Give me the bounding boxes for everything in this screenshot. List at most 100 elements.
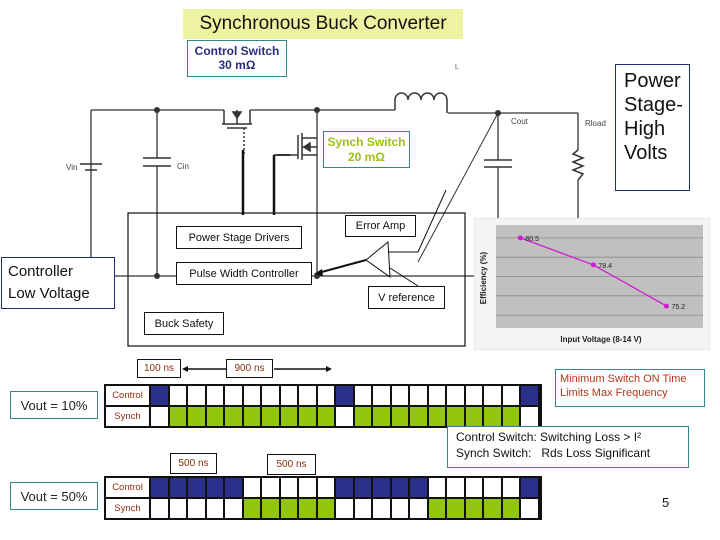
pulse-width-controller-block: Pulse Width Controller xyxy=(176,262,312,285)
synch-cell-on xyxy=(262,407,279,426)
synch-cell-on xyxy=(502,499,519,518)
arrow-right-icon xyxy=(326,366,332,372)
control-cell-off xyxy=(317,478,334,497)
cout-capacitor-symbol xyxy=(484,159,512,168)
synch-cell-on xyxy=(428,499,445,518)
synch-cell-on xyxy=(188,407,205,426)
controller-box xyxy=(127,212,466,347)
synch-cell-off xyxy=(354,499,371,518)
control-cell-off xyxy=(262,478,279,497)
arrow-left-icon xyxy=(182,366,188,372)
synch-cell-on xyxy=(317,407,334,426)
control-cell-on xyxy=(225,478,242,497)
control-cell-off xyxy=(410,386,427,405)
synch-switch-resistance: 20 mΩ xyxy=(348,150,385,164)
control-cell-off xyxy=(465,478,482,497)
synch-cell-on xyxy=(373,407,390,426)
efficiency-data-label: 78.4 xyxy=(598,263,612,270)
synch-cell-off xyxy=(206,499,223,518)
synch-cell-on xyxy=(280,499,297,518)
synch-cell-on xyxy=(243,499,260,518)
error-amp-block: Error Amp xyxy=(345,215,416,237)
control-cell-off xyxy=(280,386,297,405)
synch-cell-off xyxy=(410,499,427,518)
synch-cell-off xyxy=(373,499,390,518)
efficiency-chart: Efficiency (%) Input Voltage (8-14 V) 80… xyxy=(474,218,710,350)
duration-label-on: 100 ns xyxy=(137,359,181,378)
control-cell-on xyxy=(188,478,205,497)
control-cell-on xyxy=(354,478,371,497)
control-cell-off xyxy=(206,386,223,405)
inductor-label: L xyxy=(455,64,459,71)
synch-cell-on xyxy=(206,407,223,426)
synch-cell-off xyxy=(336,499,353,518)
buck-safety-block: Buck Safety xyxy=(144,312,224,335)
synch-cell-on xyxy=(410,407,427,426)
synch-cell-off xyxy=(151,499,168,518)
synch-cell-off xyxy=(521,499,538,518)
synch-switch-label: Synch Switch 20 mΩ xyxy=(323,131,410,168)
control-cell-off xyxy=(299,386,316,405)
control-cell-on xyxy=(391,478,408,497)
control-cell-off xyxy=(299,478,316,497)
cin-capacitor-symbol xyxy=(143,157,171,167)
control-row-label: Control xyxy=(106,478,149,497)
control-cell-off xyxy=(428,386,445,405)
min-switch-note: Minimum Switch ON Time Limits Max Freque… xyxy=(555,369,705,407)
control-switch-label: Control Switch 30 mΩ xyxy=(187,40,287,77)
control-cell-on xyxy=(521,386,538,405)
slide-title: Synchronous Buck Converter xyxy=(183,9,463,39)
control-cell-off xyxy=(354,386,371,405)
control-cell-off xyxy=(502,386,519,405)
control-cell-off xyxy=(225,386,242,405)
arrow-head-icon xyxy=(314,269,323,276)
controller-label-line: Low Voltage xyxy=(8,285,90,302)
synch-cell-on xyxy=(428,407,445,426)
duration-label-off: 900 ns xyxy=(226,359,273,378)
control-cell-off xyxy=(317,386,334,405)
control-cell-off xyxy=(243,478,260,497)
power-stage-line: Stage- xyxy=(624,94,683,116)
synch-cell-off xyxy=(188,499,205,518)
synch-switch-name: Synch Switch xyxy=(327,135,406,149)
error-amp-symbol xyxy=(365,189,447,287)
control-cell-on xyxy=(521,478,538,497)
synch-cell-on xyxy=(262,499,279,518)
controller-label: Controller Low Voltage xyxy=(1,257,115,309)
control-cell-off xyxy=(391,386,408,405)
synch-row-label: Synch xyxy=(106,407,149,426)
page-number: 5 xyxy=(662,495,670,510)
control-cell-off xyxy=(373,386,390,405)
control-mosfet-symbol xyxy=(222,110,252,155)
control-cell-off xyxy=(484,478,501,497)
control-cell-on xyxy=(336,478,353,497)
cin-label: Cin xyxy=(177,162,189,171)
control-row-label: Control xyxy=(106,386,149,405)
control-switch-resistance: 30 mΩ xyxy=(218,58,256,72)
synch-cell-off xyxy=(225,499,242,518)
synch-cell-on xyxy=(280,407,297,426)
pwm-arrow-line xyxy=(317,259,367,274)
note-line: Minimum Switch ON Time xyxy=(560,373,687,385)
control-cell-off xyxy=(447,478,464,497)
vin-label: Vin xyxy=(66,163,77,172)
rload-label: Rload xyxy=(585,119,606,128)
control-cell-off xyxy=(169,386,186,405)
note-line: Limits Max Frequency xyxy=(560,387,668,399)
vout-10-label: Vout = 10% xyxy=(10,391,98,419)
synch-cell-off xyxy=(169,499,186,518)
synch-cell-on xyxy=(465,407,482,426)
cout-label: Cout xyxy=(511,117,529,126)
power-stage-line: Volts xyxy=(624,142,668,164)
losses-note: Control Switch: Switching Loss > I² Sync… xyxy=(447,426,689,468)
synch-cell-on xyxy=(447,407,464,426)
vin-battery-symbol xyxy=(80,163,102,171)
efficiency-data-label: 75.2 xyxy=(671,304,685,311)
control-cell-on xyxy=(410,478,427,497)
control-cell-off xyxy=(502,478,519,497)
efficiency-point xyxy=(663,303,669,309)
control-cell-on xyxy=(151,478,168,497)
duration-arrows xyxy=(182,366,332,372)
synch-cell-on xyxy=(391,407,408,426)
